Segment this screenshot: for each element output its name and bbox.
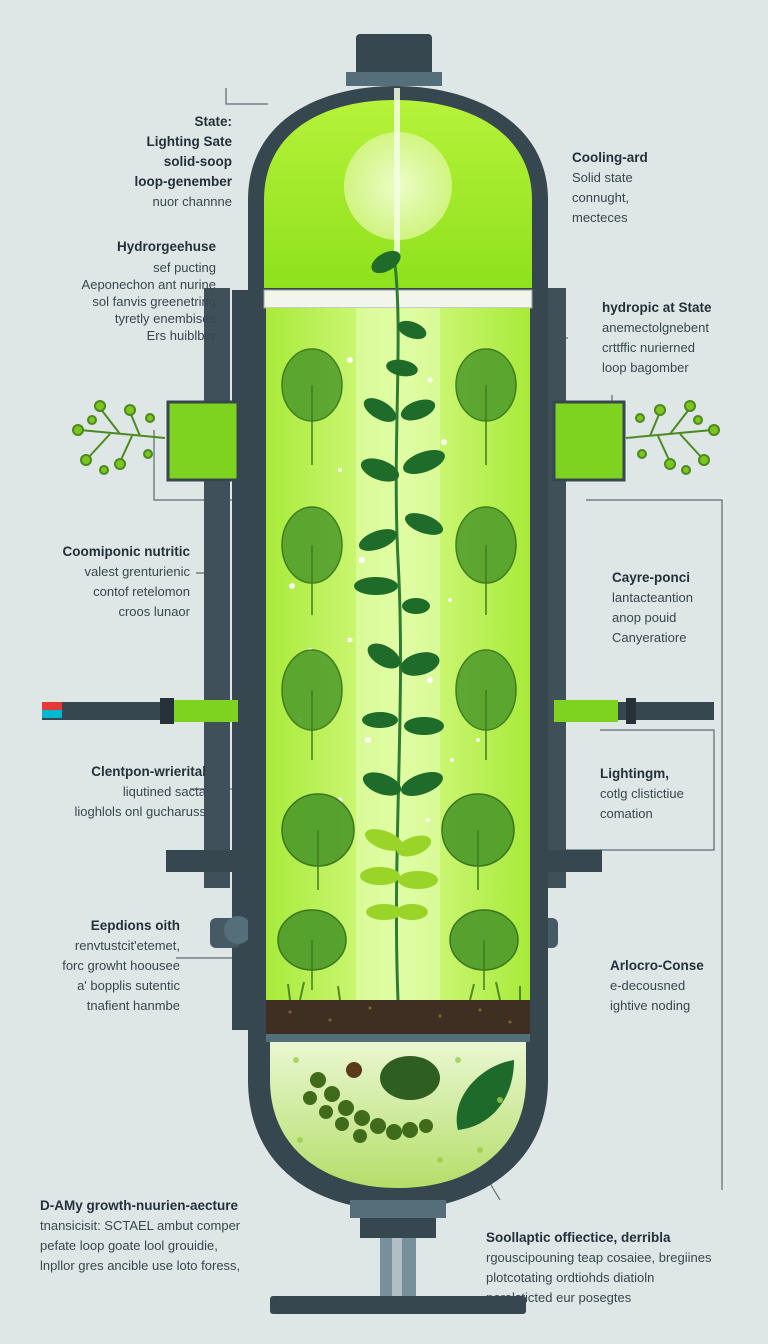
label-base-left-line: tnafient hanmbe — [86, 998, 180, 1013]
label-bottom-right-line: perolsticted eur posegtes — [486, 1290, 632, 1305]
label-top-right-line: connught, — [572, 190, 630, 205]
bottom-outlet — [270, 1200, 526, 1314]
label-mid-right-line: lantacteantion — [612, 590, 693, 605]
label-base-left-title: Eepdions oith — [90, 918, 180, 933]
label-low-left-line: liqutined sacta — [122, 784, 206, 799]
label-mid-right-line: anop pouid — [612, 610, 677, 625]
label-top-right-line: Solid state — [572, 170, 633, 185]
label-base-right: Arlocro-Conse e-decousned ightive noding — [610, 956, 760, 1016]
label-top-left-line: solid-soop — [163, 154, 232, 169]
label-top-right-title: Cooling-ard — [572, 150, 648, 165]
label-low-left-title: Clentpon-wrierital — [91, 764, 206, 779]
side-ports — [42, 400, 714, 724]
label-hydro-left-line: Ers huiblber — [146, 328, 216, 343]
label-hydro-left-line: sef pucting — [153, 260, 216, 275]
label-mid-right: Cayre-ponci lantacteantion anop pouid Ca… — [612, 568, 762, 648]
label-top-right-line: mecteces — [572, 210, 628, 225]
label-mid-left-title: Coomiponic nutritic — [62, 544, 191, 559]
label-bottom-left-line: lnpllor gres ancible use loto foress, — [40, 1258, 241, 1273]
label-mid-left-line: croos lunaor — [118, 604, 190, 619]
label-mid-right-title: Cayre-ponci — [612, 570, 691, 585]
label-bottom-right: Soollaptic offiectice, derribla rgouscip… — [486, 1228, 762, 1308]
label-bottom-left: D-AMy growth-nuurien-aecture tnansicisit… — [40, 1196, 320, 1276]
label-hydro-right: hydropic at State anemectolgnebent crttf… — [602, 298, 762, 378]
label-top-right: Cooling-ard Solid state connught, mectec… — [572, 148, 752, 228]
label-top-left: State: Lighting Sate solid-soop loop-gen… — [40, 112, 232, 212]
soil-layer — [266, 1000, 530, 1034]
top-nozzle — [356, 34, 432, 78]
label-top-left-line: nuor channne — [152, 194, 232, 209]
label-base-left: Eepdions oith renvtustcit'etemet, forc g… — [10, 916, 180, 1016]
bowl-leaf-2 — [456, 1060, 514, 1130]
bowl-leaf-1 — [380, 1056, 440, 1100]
label-mid-right-line: Canyeratiore — [612, 630, 687, 645]
label-low-right-line: comation — [600, 806, 653, 821]
label-bottom-right-title: Soollaptic offiectice, derribla — [486, 1230, 671, 1245]
label-bottom-left-title: D-AMy growth-nuurien-aecture — [40, 1198, 239, 1213]
label-bottom-right-line: rgouscipouning teap cosaiee, bregiines — [486, 1250, 712, 1265]
nutrient-bowl — [270, 1042, 526, 1188]
label-hydro-left-line: sol fanvis greenetring — [92, 294, 216, 309]
sprig-left — [72, 400, 166, 475]
label-low-right-line: cotlg clistictiue — [600, 786, 684, 801]
label-base-right-line: ightive noding — [610, 998, 691, 1013]
label-hydro-left: Hydrorgeehuse sef pucting Aeponechon ant… — [20, 238, 216, 344]
central-plant — [354, 250, 445, 1001]
label-mid-left-line: contof retelomon — [93, 584, 190, 599]
label-top-left-line: Lighting Sate — [146, 134, 233, 149]
label-low-left-line: lioghlols onl gucharuss — [74, 804, 206, 819]
label-hydro-left-line: Aeponechon ant nurine — [81, 277, 216, 292]
label-low-left: Clentpon-wrierital liqutined sacta liogh… — [10, 762, 206, 822]
label-low-right: Lightingm, cotlg clistictiue comation — [600, 764, 750, 824]
label-base-left-line: forc growht hoousee — [62, 958, 180, 973]
label-mid-left: Coomiponic nutritic valest grenturienic … — [20, 542, 191, 622]
label-hydro-left-line: tyretly enembises — [114, 311, 216, 326]
label-hydro-right-line: crttffic nurierned — [602, 340, 695, 355]
label-hydro-right-line: loop bagomber — [602, 360, 689, 375]
label-mid-left-line: valest grenturienic — [84, 564, 191, 579]
nutrient-pellets — [303, 1072, 433, 1143]
label-base-right-title: Arlocro-Conse — [610, 958, 704, 973]
label-bottom-left-line: tnansicisit: SCTAEL ambut comper — [40, 1218, 241, 1233]
sprig-right — [625, 400, 720, 475]
label-top-left-line: loop-genember — [134, 174, 232, 189]
label-top-left-title: State: — [194, 114, 232, 129]
label-low-right-title: Lightingm, — [600, 766, 669, 781]
label-hydro-left-title: Hydrorgeehuse — [116, 239, 216, 254]
label-base-left-line: a' bopplis sutentic — [77, 978, 180, 993]
label-hydro-right-line: anemectolgnebent — [602, 320, 709, 335]
label-bottom-right-line: plotcotating ordtiohds diatioln — [486, 1270, 655, 1285]
label-base-right-line: e-decousned — [610, 978, 686, 993]
label-bottom-left-line: pefate loop goate lool grouidie, — [40, 1238, 218, 1253]
label-hydro-right-title: hydropic at State — [602, 300, 712, 315]
herb-bushes — [277, 348, 519, 990]
label-base-left-line: renvtustcit'etemet, — [74, 938, 180, 953]
